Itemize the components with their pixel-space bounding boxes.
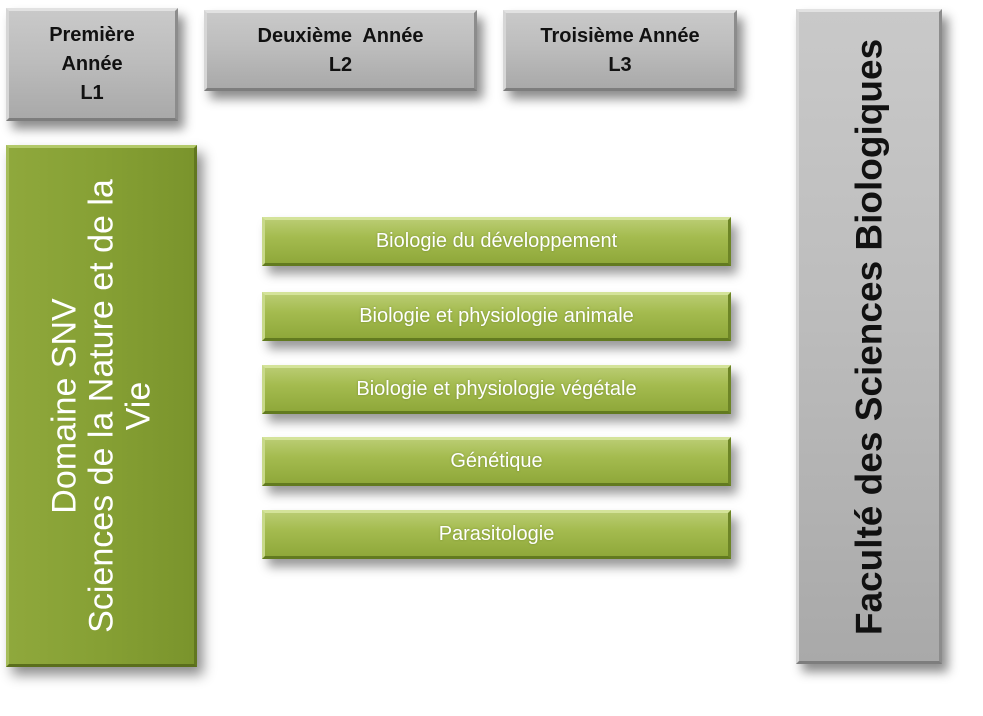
- year-box-l1: Première Année L1: [6, 8, 178, 121]
- faculty-box: Faculté des Sciences Biologiques: [796, 9, 942, 664]
- specialty-label: Parasitologie: [438, 523, 555, 545]
- specialty-label: Biologie et physiologie animale: [359, 305, 634, 327]
- domain-line-2: Sciences de la Nature et de la: [82, 179, 120, 633]
- faculty-label: Faculté des Sciences Biologiques: [848, 38, 890, 635]
- domain-line-1: Domaine SNV: [45, 298, 83, 514]
- domain-label: Domaine SNV Sciences de la Nature et de …: [45, 156, 157, 656]
- specialty-label: Biologie et physiologie végétale: [356, 378, 637, 400]
- domain-line-3: Vie: [119, 381, 157, 431]
- year-box-l3: Troisième Année L3: [503, 10, 737, 91]
- specialty-box-physiologie-animale: Biologie et physiologie animale: [262, 292, 731, 341]
- year-box-l2: Deuxième Année L2: [204, 10, 477, 91]
- specialty-box-developpement: Biologie du développement: [262, 217, 731, 266]
- specialty-box-physiologie-vegetale: Biologie et physiologie végétale: [262, 365, 731, 414]
- year-l1-line-2: Année: [61, 53, 123, 75]
- specialty-box-genetique: Génétique: [262, 437, 731, 486]
- specialty-label: Biologie du développement: [375, 230, 618, 252]
- year-l2-line-2: L2: [328, 53, 353, 76]
- year-l3-line-2: L3: [608, 53, 632, 76]
- domain-box: Domaine SNV Sciences de la Nature et de …: [6, 145, 197, 667]
- year-l3-line-1: Troisième Année: [540, 24, 700, 47]
- year-l1-line-1: Première: [49, 24, 135, 46]
- year-l2-line-1: Deuxième Année: [257, 24, 424, 47]
- specialty-label: Génétique: [450, 450, 543, 472]
- year-l1-line-3: L1: [80, 82, 104, 104]
- specialty-box-parasitologie: Parasitologie: [262, 510, 731, 559]
